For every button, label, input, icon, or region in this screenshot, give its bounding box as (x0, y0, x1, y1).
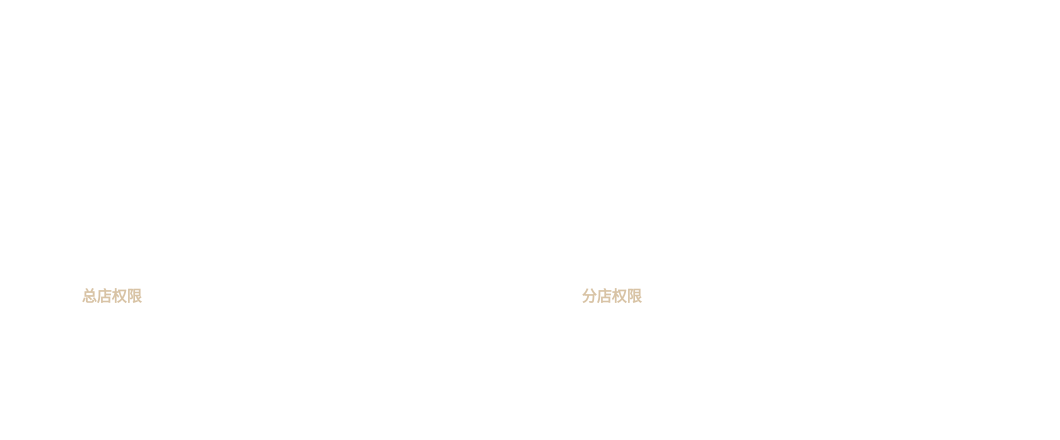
head-store-permissions-label: 总店权限 (82, 287, 143, 305)
branch-store-permissions-label: 分店权限 (582, 287, 643, 305)
